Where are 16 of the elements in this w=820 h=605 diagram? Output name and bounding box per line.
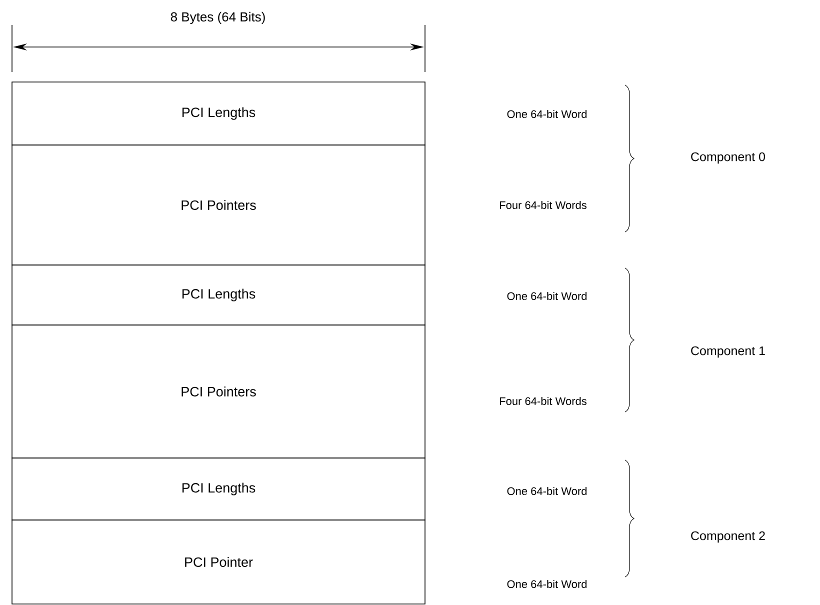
field-box: PCI Lengths [12,458,426,520]
component-label: Component 0 [691,152,765,164]
component-label: Component 1 [691,346,765,358]
field-box: PCI Pointers [12,144,426,266]
word-count-label: Four 64-bit Words [500,200,586,210]
field-box: PCI Pointers [12,324,426,458]
word-count-label: One 64-bit Word [507,486,587,496]
field-box: PCI Pointer [12,520,426,604]
word-count-label: Four 64-bit Words [500,396,586,406]
field-box: PCI Lengths [12,82,426,146]
dimension-label: 8 Bytes (64 Bits) [170,12,265,24]
component-label: Component 2 [691,531,765,543]
field-box: PCI Lengths [12,264,426,326]
word-count-label: One 64-bit Word [507,580,587,588]
word-count-label: One 64-bit Word [507,292,587,300]
word-count-label: One 64-bit Word [507,110,587,118]
